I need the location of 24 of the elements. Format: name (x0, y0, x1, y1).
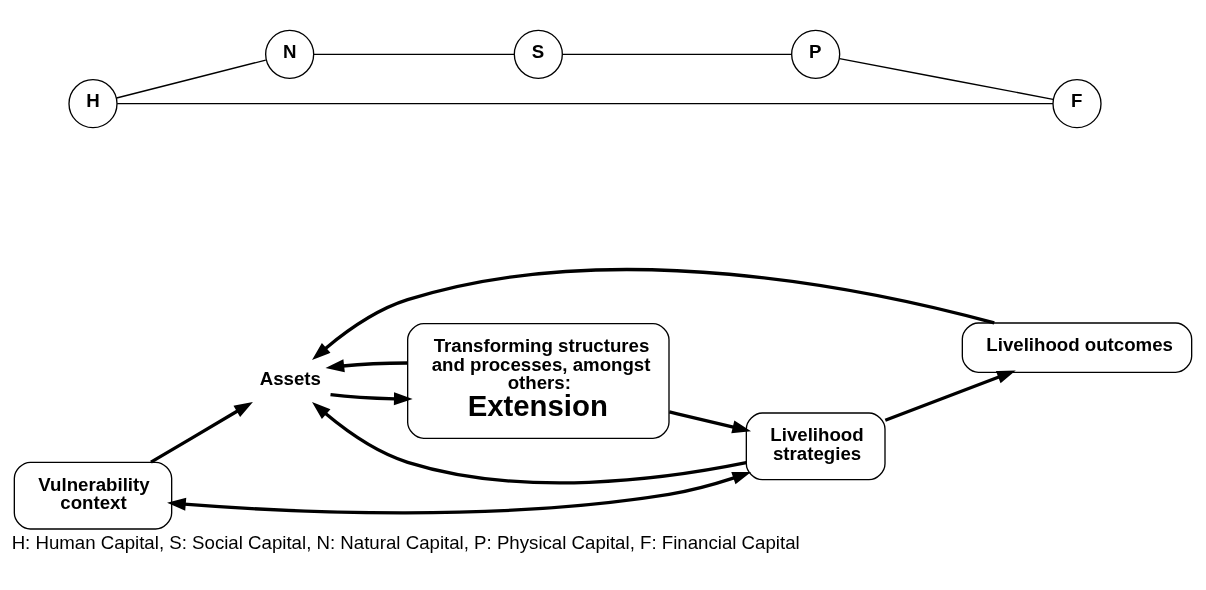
node-circle: F (1052, 79, 1102, 129)
arrow (167, 471, 752, 515)
arrow (312, 401, 747, 485)
node-box: Transforming structures and processes, amongst others: Extension (407, 323, 670, 439)
connector (115, 59, 267, 99)
connector (313, 53, 515, 55)
connector (561, 53, 793, 55)
arrow (150, 401, 253, 464)
node-box: Livelihood strategies (745, 412, 886, 481)
node-circle: S (513, 29, 563, 79)
caption: H: Human Capital, S: Social Capital, N: Natural Capital, P: Physical Capital, F: Financial Capital (11, 532, 800, 554)
node-circle: N (265, 29, 315, 79)
node-text: Assets (259, 367, 321, 389)
node-box: Vulnerability context (13, 461, 173, 530)
node-circle: H (68, 79, 118, 129)
connector (838, 57, 1054, 100)
arrow (325, 359, 408, 373)
node-box: Livelihood outcomes (961, 322, 1193, 373)
arrow (312, 267, 995, 361)
arrow (884, 370, 1016, 422)
connector (116, 103, 1054, 105)
arrow (668, 410, 752, 434)
arrow (330, 392, 413, 406)
node-circle: P (791, 29, 841, 79)
